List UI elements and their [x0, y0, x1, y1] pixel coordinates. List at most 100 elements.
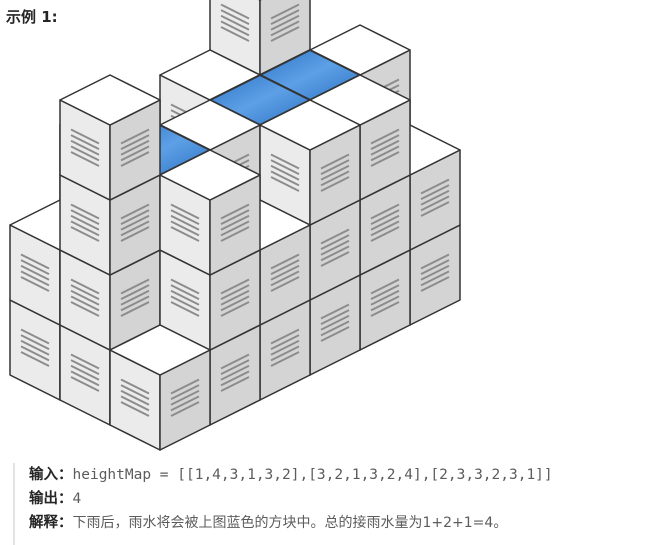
cube-vent-line	[120, 284, 150, 301]
cube-vent-line	[20, 351, 50, 367]
cube-vent-line	[70, 128, 100, 145]
cube-vent-line	[70, 353, 100, 370]
cube-vent-line	[420, 184, 450, 201]
cube-vent-line	[220, 376, 250, 392]
cube-vent-line	[70, 376, 100, 392]
cube-vent-line	[420, 178, 450, 195]
cube-vent-line	[120, 214, 150, 231]
input-label: 输入：	[29, 467, 73, 483]
cube-vent-line	[320, 251, 350, 267]
explanation-label: 解释：	[29, 515, 73, 531]
cube-vent-line	[320, 245, 350, 262]
cube-vent-line	[270, 164, 300, 181]
cube-vent-line	[220, 203, 250, 220]
cube-vent-line	[370, 289, 400, 306]
cube-vent-line	[320, 326, 350, 342]
cube-vent-line	[120, 401, 150, 417]
cube-vent-line	[220, 364, 250, 381]
cube-vent-line	[220, 220, 250, 237]
cube-vent-line	[20, 345, 50, 362]
cube-vent-line	[20, 339, 50, 356]
cube-vent-line	[220, 278, 250, 295]
cube-vent-line	[220, 20, 250, 37]
cube-vent-line	[70, 278, 100, 295]
cube-vent-line	[170, 389, 200, 406]
cube-vent-line	[20, 328, 50, 345]
cube-vent-line	[70, 139, 100, 156]
cube-vent-line	[220, 214, 250, 231]
cube-vent-line	[120, 203, 150, 220]
cube-vent-line	[420, 270, 450, 287]
cube-vent-line	[220, 301, 250, 317]
cube-vent-line	[270, 270, 300, 287]
cube-vent-line	[220, 209, 250, 226]
cube-vent-line	[370, 139, 400, 156]
cube-vent-line	[220, 284, 250, 301]
stacked-cubes-illustration-icon	[9, 0, 461, 451]
cube-vent-line	[420, 253, 450, 270]
cube-vent-line	[70, 370, 100, 387]
cube-vent-line	[270, 20, 300, 37]
cube-vent-line	[20, 264, 50, 281]
cube-vent-line	[120, 151, 150, 167]
cube-vent-line	[370, 203, 400, 220]
cube-vent-line	[270, 351, 300, 367]
cube-vent-line	[170, 226, 200, 242]
cube-vent-line	[370, 284, 400, 301]
cube-top-face	[259, 99, 361, 151]
cube-vent-line	[320, 164, 350, 181]
cube-vent-line	[270, 3, 300, 20]
cube-vent-line	[420, 195, 450, 212]
example-io-block: 输入：heightMap = [[1,4,3,1,3,2],[3,2,1,3,2…	[13, 463, 668, 545]
cube-vent-line	[320, 228, 350, 245]
cube-vent-line	[370, 295, 400, 312]
cube-vent-line	[270, 328, 300, 345]
example-title: 示例 1:	[6, 8, 58, 26]
cube-vent-line	[370, 145, 400, 162]
cube-vent-line	[320, 303, 350, 320]
cube-vent-line	[170, 384, 200, 401]
cube-vent-line	[220, 295, 250, 312]
cube-vent-line	[370, 301, 400, 317]
cube-vent-line	[220, 370, 250, 387]
cube-vent-line	[370, 226, 400, 242]
cube-vent-line	[170, 209, 200, 226]
cube-vent-line	[20, 276, 50, 292]
cube-vent-line	[320, 320, 350, 337]
cube-vent-line	[320, 234, 350, 251]
cube-vent-line	[320, 309, 350, 326]
cube-vent-line	[20, 270, 50, 287]
cube-vent-line	[120, 301, 150, 317]
cube-top-face	[59, 74, 161, 126]
cube-vent-line	[170, 220, 200, 237]
cube-vent-line	[70, 220, 100, 237]
cube-vent-line	[220, 14, 250, 31]
cube-vent-line	[370, 134, 400, 151]
cube-vent-line	[220, 353, 250, 370]
cube-vent-line	[120, 134, 150, 151]
cube-vent-line	[70, 151, 100, 167]
cube-vent-line	[370, 214, 400, 231]
cube-vent-line	[70, 209, 100, 226]
cube-vent-line	[120, 209, 150, 226]
cube-vent-line	[120, 220, 150, 237]
cube-vent-line	[70, 295, 100, 312]
cube-vent-line	[170, 301, 200, 317]
cube-vent-line	[320, 153, 350, 170]
cube-vent-line	[270, 159, 300, 176]
output-line: 输出：4	[29, 487, 668, 511]
cube-vent-line	[270, 9, 300, 26]
cube-vent-line	[20, 253, 50, 270]
cube-vent-line	[270, 253, 300, 270]
cube-layer	[9, 0, 461, 451]
cube-top-face	[159, 149, 261, 201]
cube-vent-line	[270, 259, 300, 276]
explanation-value: 下雨后，雨水将会被上图蓝色的方块中。总的接雨水量为1+2+1=4。	[72, 515, 508, 531]
cube-vent-line	[320, 159, 350, 176]
cube-vent-line	[170, 289, 200, 306]
cube-vent-line	[420, 259, 450, 276]
cube-vent-line	[120, 378, 150, 395]
cube-vent-line	[420, 264, 450, 281]
cube-vent-line	[220, 26, 250, 42]
cube-vent-line	[270, 176, 300, 192]
